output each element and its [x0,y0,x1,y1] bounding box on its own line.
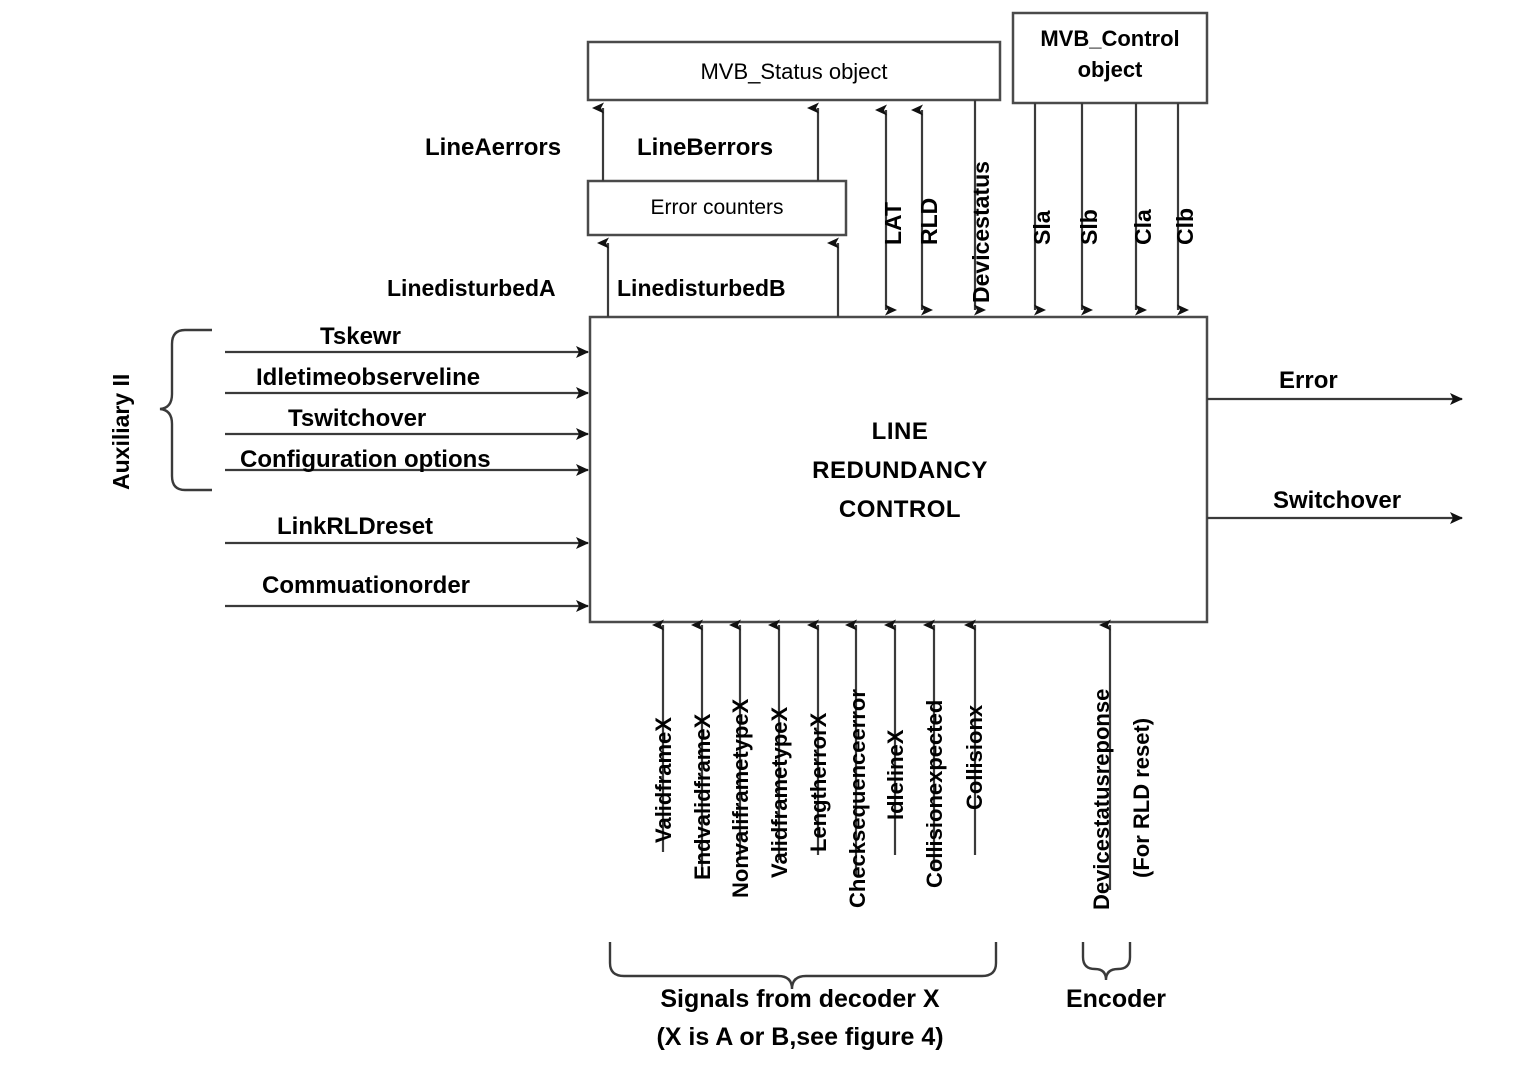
brace-auxiliary [159,328,212,492]
label-input-linkrldreset: LinkRLDreset [277,513,434,540]
caption-decoder-signals-line1: Signals from decoder X [660,985,940,1013]
label-bottom-nonvaliframetypex: NonvaliframetypeX [728,698,753,898]
caption-encoder: Encoder [1065,985,1167,1013]
label-bottom-for-rld-reset: (For RLD reset) [1129,717,1154,878]
box-line-redundancy-control [588,315,1209,624]
mvb-status-label: MVB_Status object [700,59,888,84]
label-bottom-lengtherrorx: LengtherrorX [806,712,831,852]
label-input-commuationorder: Commuationorder [262,572,471,599]
label-rld: RLD [916,197,942,245]
label-input-idletimeobserveline: Idletimeobserveline [256,364,481,391]
label-clb: Clb [1172,207,1198,245]
caption-decoder-signals-line2: (X is A or B,see figure 4) [656,1023,944,1051]
label-input-tswitchover: Tswitchover [288,405,427,432]
label-output-error: Error [1279,367,1338,394]
main-box-label-line3: CONTROL [838,496,962,523]
label-slb: Slb [1076,209,1102,245]
label-bottom-validframex: ValidframeX [651,717,676,843]
label-devicestatus: Devicestatus [968,161,994,303]
brace-encoder [1081,942,1132,981]
label-cla: Cla [1130,209,1156,245]
label-lineberrors: LineBerrors [637,134,774,161]
label-bottom-collisionx: Collisionx [962,704,987,810]
label-auxiliary-group: Auxiliary II [108,373,134,490]
main-box-label-line2: REDUNDANCY [812,457,988,484]
label-bottom-endvalidframex: EndvalidframeX [690,713,715,880]
label-linedisturbedb: LinedisturbedB [617,275,786,301]
label-sla: Sla [1029,210,1055,245]
label-lat: LAT [880,201,906,245]
label-bottom-collisionexpected: Collisionexpected [922,699,947,888]
main-box-label-line1: LINE [871,418,929,445]
label-output-switchover: Switchover [1273,487,1402,514]
label-linedisturbeda: LinedisturbedA [387,275,556,301]
label-input-tskewr: Tskewr [320,323,401,350]
mvb-control-label-line2: object [1077,57,1143,82]
error-counters-label: Error counters [650,196,784,219]
mvb-control-label-line1: MVB_Control [1040,26,1180,51]
label-input-configuration-options: Configuration options [240,446,491,473]
box-error-counters [586,179,848,237]
label-bottom-validframetypex: ValidframetypeX [767,706,792,878]
label-bottom-checksequenceerror: Checksequenceerror [845,689,870,908]
label-bottom-devicestatusreponse: Devicestatusreponse [1089,688,1114,910]
box-mvb-status [586,40,1002,102]
brace-decoder-signals [608,942,998,990]
label-bottom-idlelinex: IdlelineX [883,729,908,820]
label-lineaerrors: LineAerrors [425,134,562,161]
box-mvb-control [1011,11,1209,105]
